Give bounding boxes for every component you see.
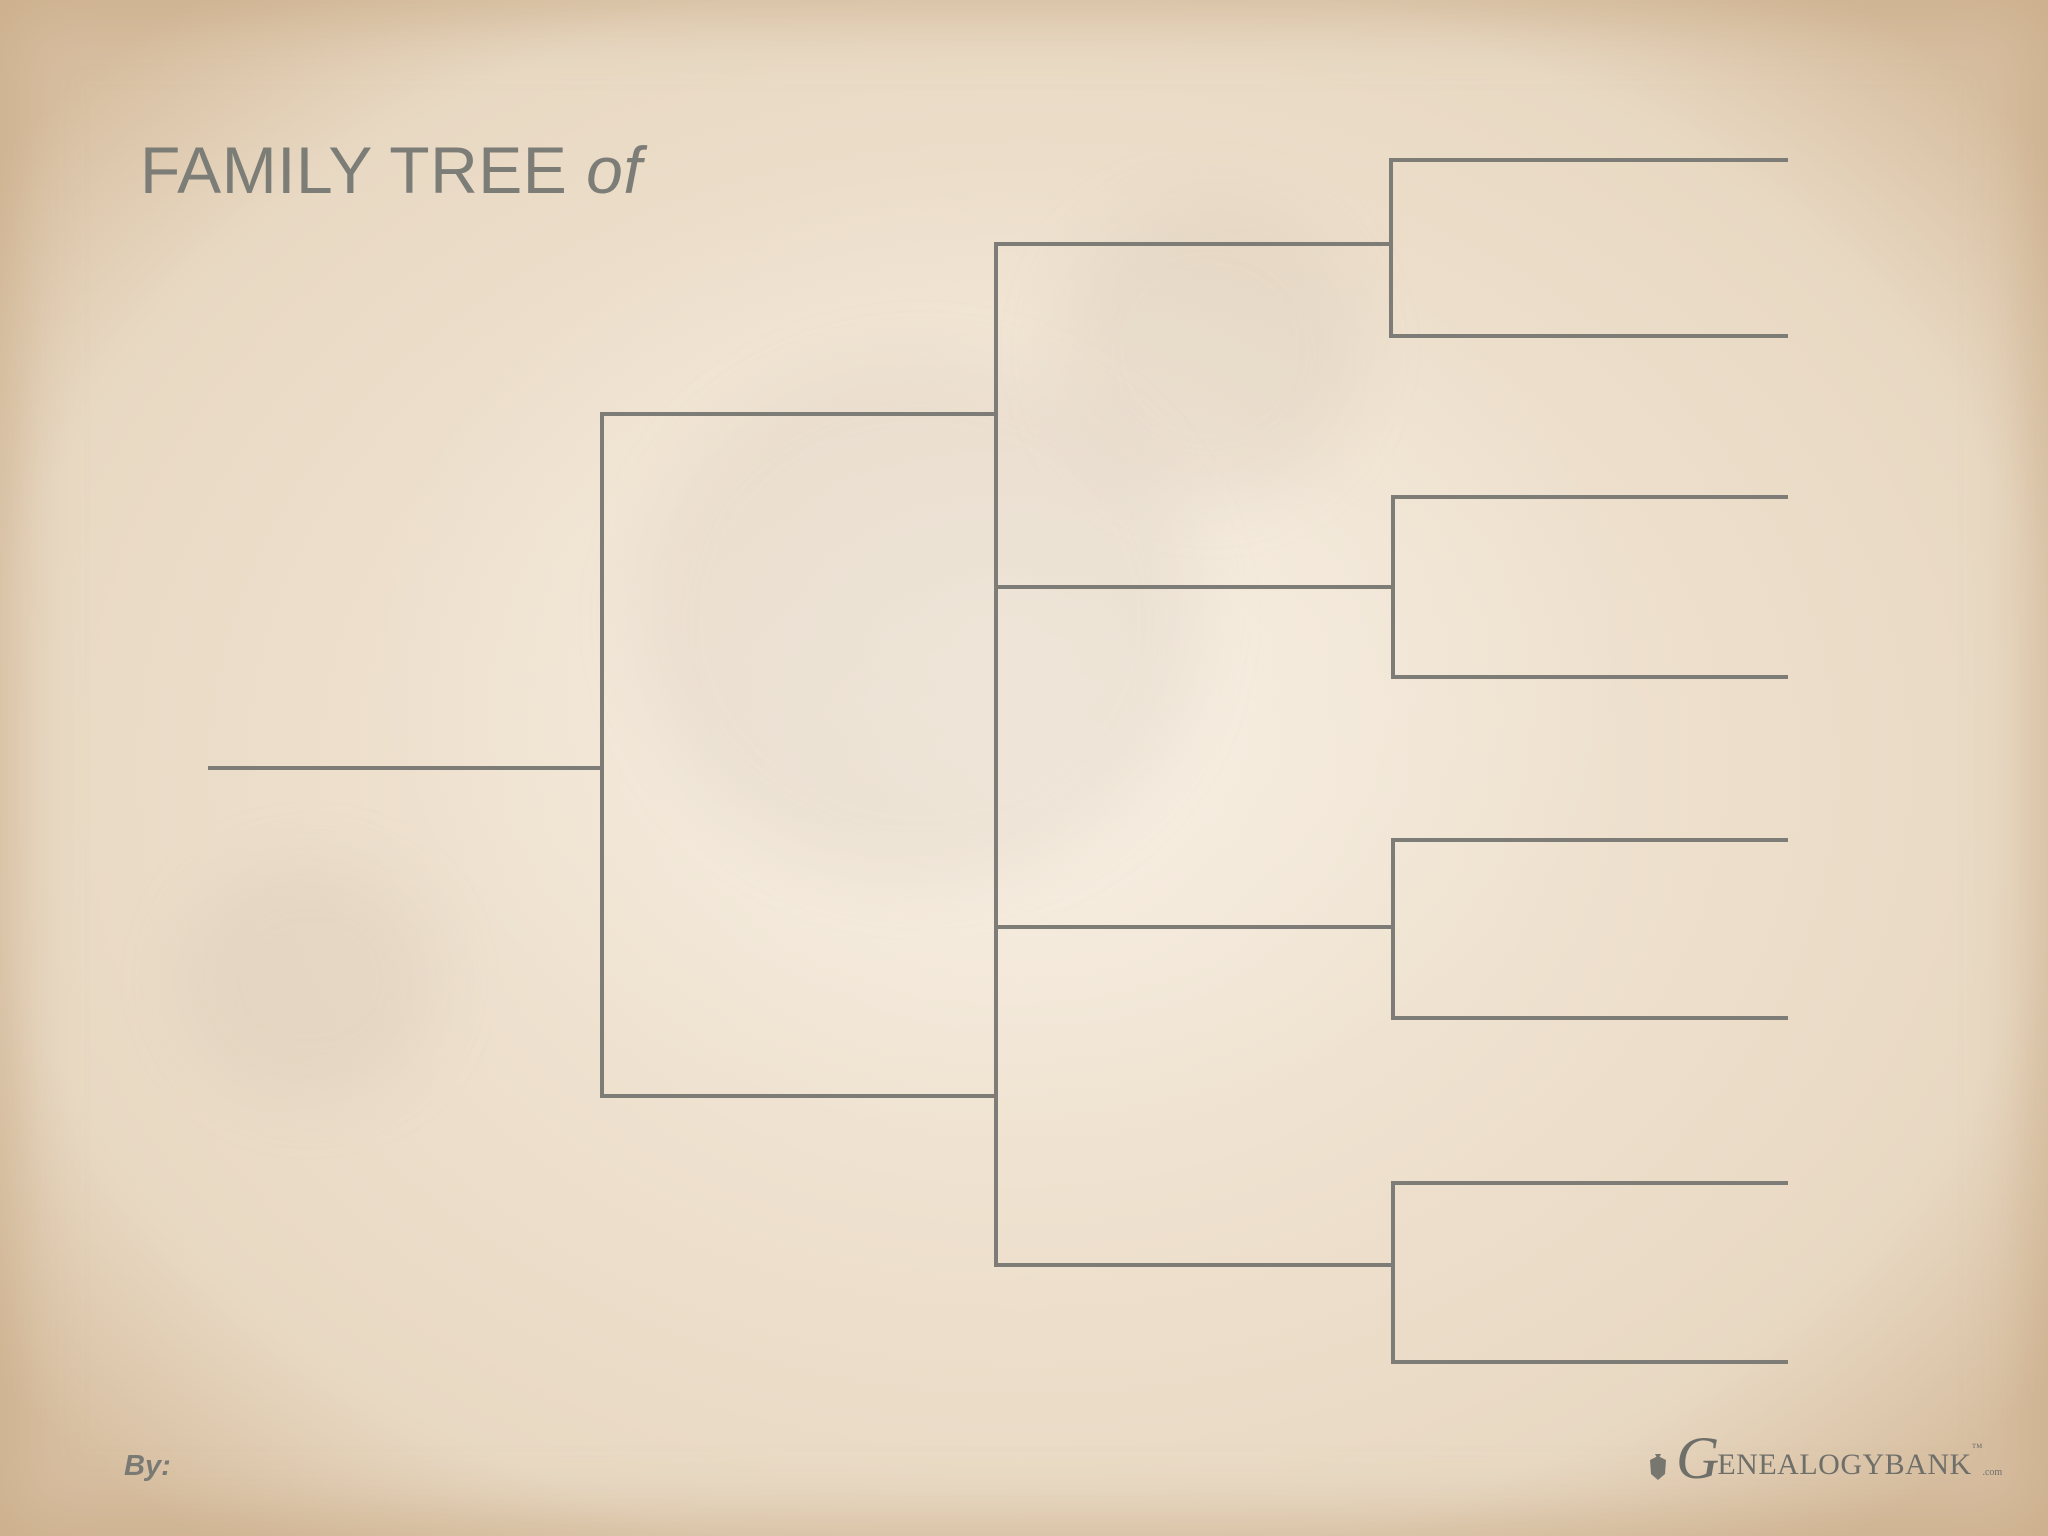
logo-trademark: ™ bbox=[1971, 1442, 1983, 1454]
author-label: By: bbox=[124, 1450, 171, 1482]
genealogybank-logo: G ENEALOGYBANK ™ .com bbox=[1646, 1428, 2002, 1488]
page-title: FAMILY TREE of bbox=[140, 132, 642, 208]
title-suffix: of bbox=[586, 133, 643, 207]
shield-crest-icon bbox=[1650, 1454, 1666, 1480]
logo-domain: .com bbox=[1982, 1467, 2003, 1478]
logo-initial: G bbox=[1676, 1425, 1720, 1491]
logo-wordmark: ENEALOGYBANK bbox=[1717, 1448, 1972, 1481]
title-main: FAMILY TREE bbox=[140, 133, 568, 207]
